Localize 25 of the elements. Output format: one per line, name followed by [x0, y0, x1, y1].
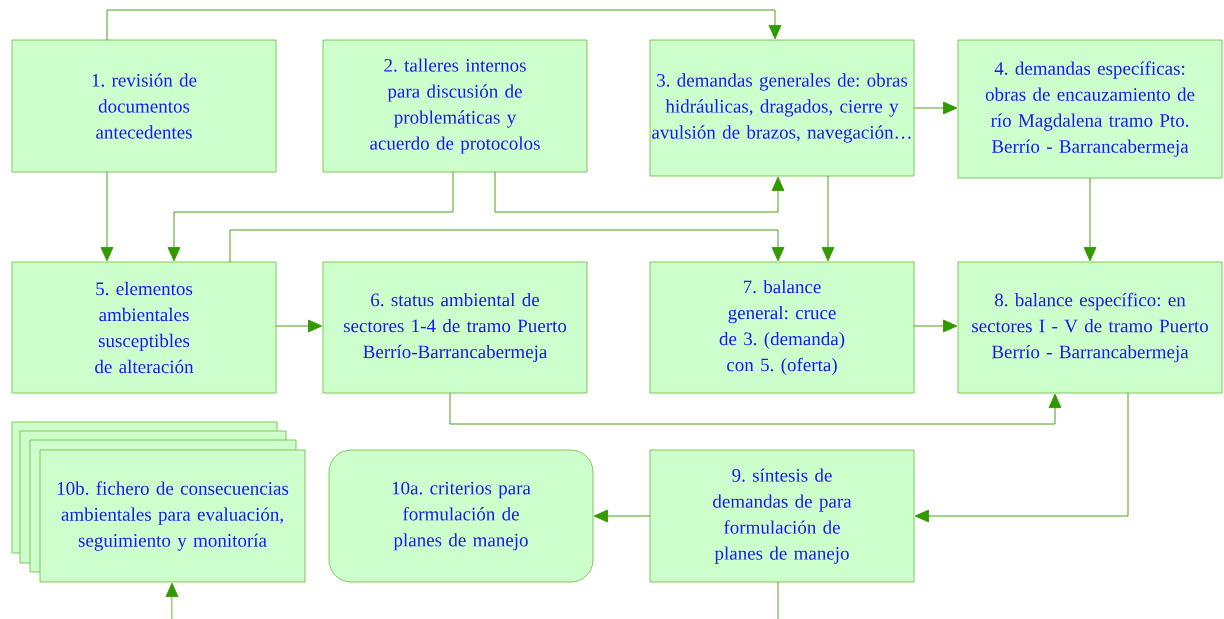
process-box: 5. elementos ambientales susceptibles de alteración: [11, 261, 277, 394]
stacked-card-box: 10b. fichero de consecuencias ambientales para evaluación, seguimiento y monitoría: [11, 421, 306, 583]
arrow: [449, 392, 1062, 425]
arrow: [275, 319, 323, 333]
arrow: [165, 582, 179, 619]
arrow: [106, 9, 782, 41]
arrow: [167, 171, 454, 262]
process-box: 4. demandas específicas: obras de encauzamiento de río Magdalena tramo Pto. Berrío - Barrancabermeja: [957, 39, 1223, 179]
process-box: 6. status ambiental de sectores 1-4 de tramo Puerto Berrío-Barrancabermeja: [322, 261, 588, 394]
arrow: [913, 101, 958, 115]
process-box: 7. balance general: cruce de 3. (demanda) con 5. (oferta): [649, 261, 915, 394]
arrow: [593, 509, 651, 523]
arrow: [100, 171, 114, 262]
arrow: [913, 319, 958, 333]
process-box: 3. demandas generales de: obras hidráulicas, dragados, cierre y avulsión de brazos, navegación…: [649, 39, 915, 177]
process-box: 8. balance específico: en sectores I - V de tramo Puerto Berrío - Barrancabermeja: [957, 261, 1223, 394]
process-box: 1. revisión de documentos antecedentes: [11, 39, 277, 173]
arrow: [229, 229, 785, 263]
arrow: [1083, 177, 1097, 262]
rounded-box: 10a. criterios para formulación de planes de manejo: [328, 449, 594, 583]
arrow: [494, 171, 785, 213]
arrow: [821, 175, 835, 262]
process-box: 9. síntesis de demandas de para formulación de planes de manejo: [649, 449, 915, 583]
process-box: 2. talleres internos para discusión de problemáticas y acuerdo de protocolos: [322, 39, 588, 173]
arrow: [914, 392, 1129, 523]
